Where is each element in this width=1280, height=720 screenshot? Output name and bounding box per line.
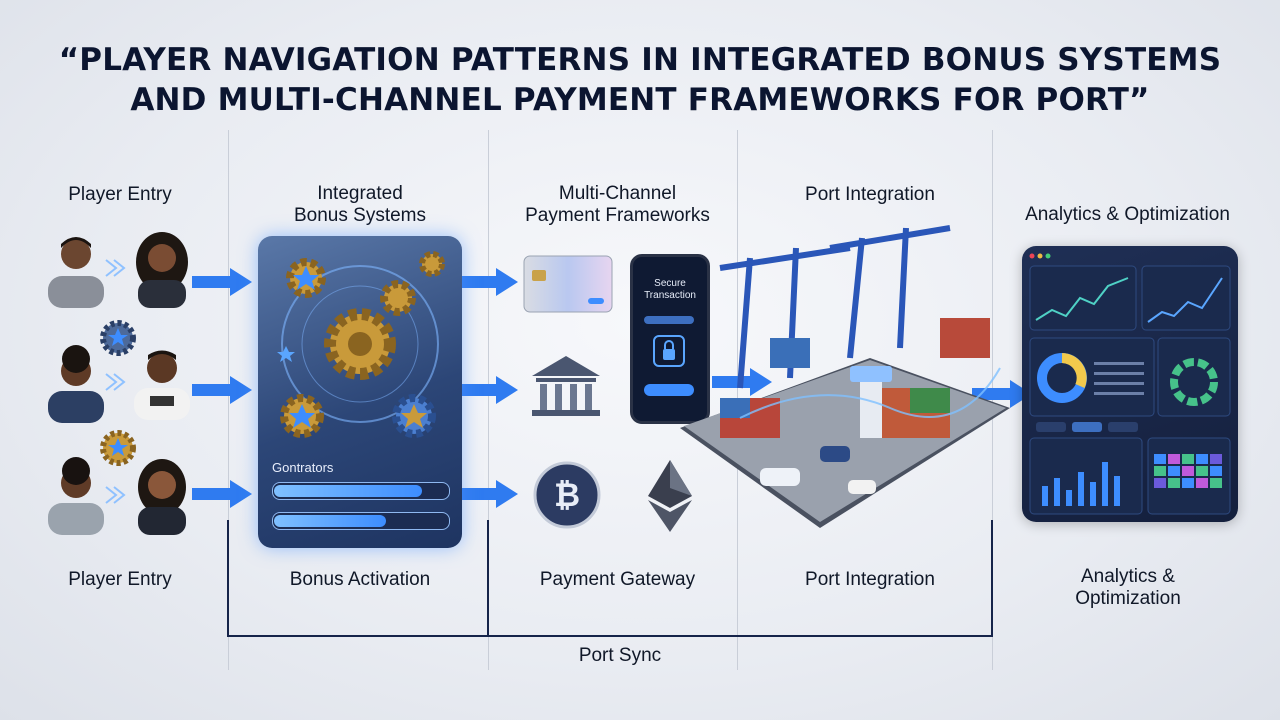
player-avatar xyxy=(136,232,188,308)
flow-arrow-icon xyxy=(458,376,518,404)
phone-field xyxy=(644,316,694,324)
flow-arrow-icon xyxy=(972,380,1032,408)
player-avatar xyxy=(48,457,104,535)
port-terminal-illustration xyxy=(680,225,1010,528)
analytics-caption-line2: Optimization xyxy=(1075,588,1181,609)
bitcoin-icon: ₿ xyxy=(533,461,601,529)
player-avatar xyxy=(134,350,190,420)
player-avatar xyxy=(48,345,104,423)
flow-arrow-icon xyxy=(192,268,252,296)
flow-arrow-icon xyxy=(458,268,518,296)
credit-card-icon xyxy=(523,255,613,313)
phone-confirm-button[interactable] xyxy=(644,384,694,396)
flow-arrow-icon xyxy=(192,480,252,508)
chevron-right-icon xyxy=(105,486,126,504)
analytics-caption-line1: Analytics & xyxy=(1081,566,1175,587)
player-avatar xyxy=(48,237,104,308)
dashboard-widgets xyxy=(1029,253,1231,515)
flow-arrow-icon xyxy=(192,376,252,404)
phone-line1: Secure xyxy=(654,278,686,289)
payment-heading-line1: Multi-Channel xyxy=(558,183,677,204)
flow-arrow-icon xyxy=(458,480,518,508)
port-integration-caption: Port Integration xyxy=(805,569,935,590)
chevron-right-icon xyxy=(105,373,126,391)
port-sync-label: Port Sync xyxy=(578,645,662,666)
bonus-panel-label: Gontrators xyxy=(272,460,334,475)
bonus-gears-illustration xyxy=(277,251,445,438)
column-divider xyxy=(488,130,489,670)
payment-gateway-caption: Payment Gateway xyxy=(539,569,696,590)
bonus-progress-fill xyxy=(274,515,386,527)
phone-line2: Transaction xyxy=(644,290,696,301)
phone-secure-text: Secure Transaction xyxy=(636,278,704,302)
player-entry-heading: Player Entry xyxy=(68,184,172,205)
bank-icon xyxy=(532,356,600,416)
diagram-title-line1: “PLAYER NAVIGATION PATTERNS IN INTEGRATE… xyxy=(58,42,1222,78)
payment-heading-line2: Payment Frameworks xyxy=(525,205,710,226)
diagram-title-line2: AND MULTI-CHANNEL PAYMENT FRAMEWORKS FOR… xyxy=(130,82,1150,118)
player-entry-caption: Player Entry xyxy=(68,569,172,590)
bonus-activation-caption: Bonus Activation xyxy=(289,569,431,590)
column-divider xyxy=(228,130,229,670)
chevron-right-icon xyxy=(105,259,126,277)
lock-icon xyxy=(653,335,685,367)
ethereum-icon xyxy=(648,460,692,532)
analytics-heading: Analytics & Optimization xyxy=(1025,204,1230,225)
gear-icon xyxy=(100,430,136,466)
gear-icon xyxy=(100,320,136,356)
bonus-heading-line2: Bonus Systems xyxy=(294,205,426,226)
svg-text:₿: ₿ xyxy=(554,476,580,514)
player-avatar xyxy=(138,459,186,535)
bonus-heading-line1: Integrated xyxy=(317,183,403,204)
port-heading: Port Integration xyxy=(805,184,935,205)
bonus-progress-fill xyxy=(274,485,422,497)
